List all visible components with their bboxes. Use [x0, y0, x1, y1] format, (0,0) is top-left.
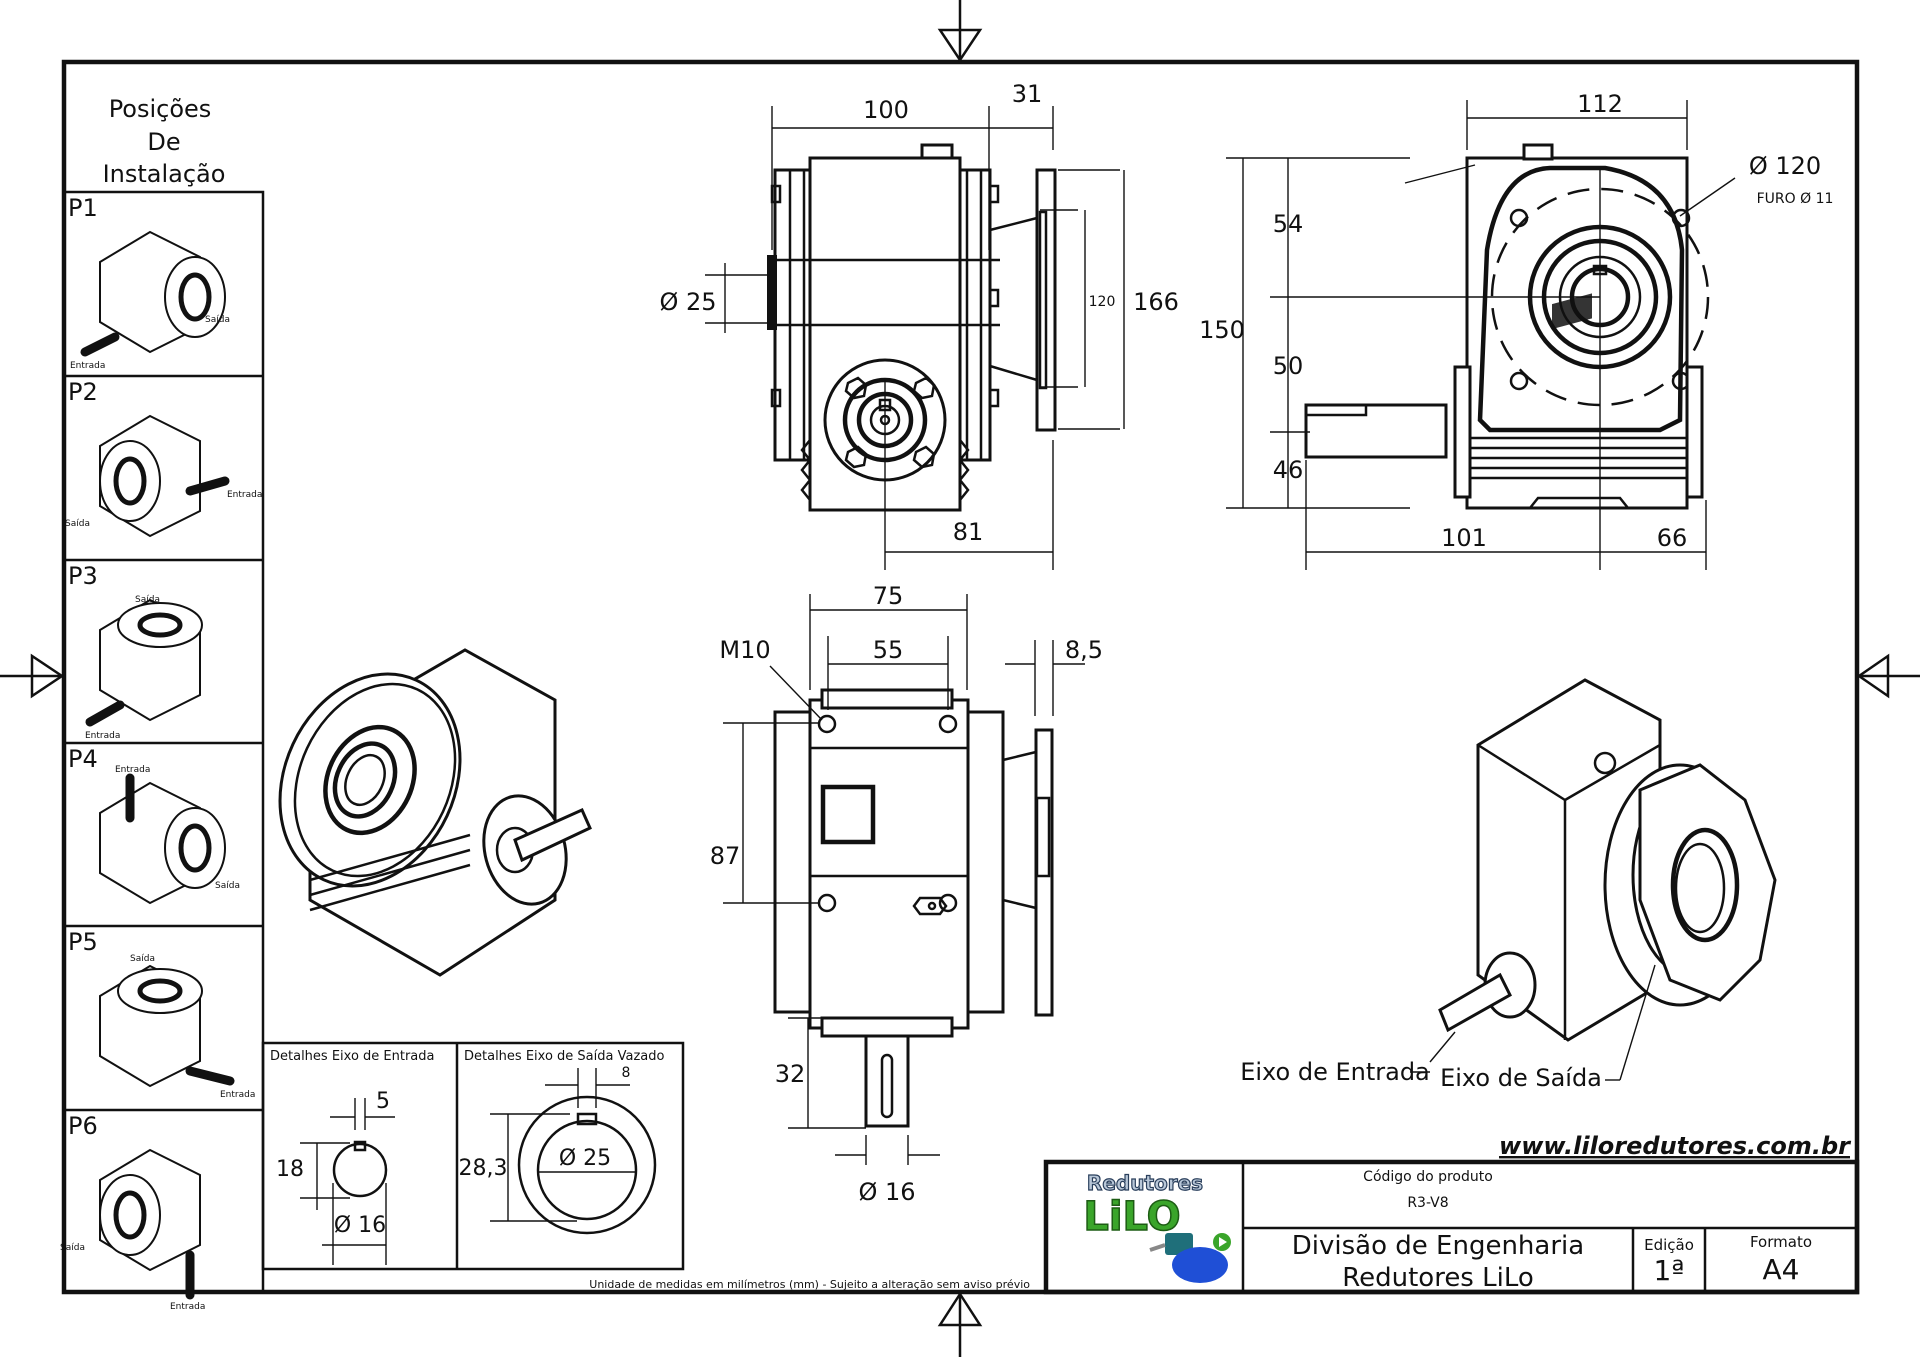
dim-46: 46 — [1273, 456, 1304, 484]
dim-75: 75 — [873, 582, 904, 610]
input-label: Entrada — [85, 731, 120, 741]
bottom-view: 75 55 M10 8,5 87 32 Ø 16 — [710, 582, 1103, 1206]
input-shaft-sketch — [185, 476, 230, 496]
input-label: Entrada — [70, 361, 105, 371]
dim-87: 87 — [710, 842, 741, 870]
output-label: Saída — [60, 1243, 85, 1253]
input-label: Entrada — [115, 765, 150, 775]
label-output-shaft: Eixo de Saída — [1440, 1064, 1602, 1092]
dim-100: 100 — [863, 96, 909, 124]
division-line1: Divisão de Engenharia — [1292, 1231, 1584, 1261]
front-view: 100 31 Ø 25 120 166 81 — [659, 80, 1179, 570]
edition-value: 1ª — [1653, 1254, 1684, 1287]
dim-66: 66 — [1657, 524, 1688, 552]
output-label: Saída — [65, 519, 90, 529]
logo-line2: LiLO — [1083, 1194, 1180, 1240]
output-label: Saída — [135, 595, 160, 605]
output-flange-sketch — [99, 1174, 161, 1256]
input-label: Entrada — [220, 1090, 255, 1100]
position-id: P1 — [68, 194, 98, 222]
dim-shaft-16: Ø 16 — [858, 1178, 915, 1206]
output-flange-sketch — [99, 440, 161, 522]
output-flange-sketch — [117, 968, 203, 1014]
dim-55: 55 — [873, 636, 904, 664]
product-code-label: Código do produto — [1363, 1169, 1493, 1185]
dim-112: 112 — [1577, 90, 1623, 118]
units-note: Unidade de medidas em milímetros (mm) - … — [589, 1278, 1030, 1291]
dim-81: 81 — [953, 518, 984, 546]
input-key-width: 5 — [376, 1089, 390, 1114]
centering-mark-top — [937, 0, 983, 63]
hole-note: FURO Ø 11 — [1757, 191, 1834, 207]
position-id: P5 — [68, 928, 98, 956]
centering-mark-left — [0, 653, 65, 699]
shaft-details: Detalhes Eixo de Entrada Detalhes Eixo d… — [261, 1041, 685, 1271]
output-key-height: 28,3 — [459, 1156, 508, 1181]
input-dia: Ø 16 — [334, 1213, 386, 1238]
format-value: A4 — [1763, 1253, 1800, 1286]
label-input-shaft: Eixo de Entrada — [1240, 1058, 1430, 1086]
dim-shaft-25: Ø 25 — [659, 288, 716, 316]
output-flange-sketch — [164, 807, 226, 889]
dim-166: 166 — [1133, 288, 1179, 316]
input-label: Entrada — [227, 490, 262, 500]
output-dia: Ø 25 — [559, 1146, 611, 1171]
input-shaft-sketch — [185, 1066, 235, 1086]
iso-view-right: Eixo de Entrada Eixo de Saída — [1240, 293, 1777, 1092]
output-label: Saída — [130, 954, 155, 964]
position-id: P6 — [68, 1112, 98, 1140]
positions-panel: Posições De Instalação — [62, 95, 265, 1294]
dim-101: 101 — [1441, 524, 1487, 552]
iso-view-left — [278, 648, 592, 977]
website-link[interactable]: www.liloredutores.com.br — [1499, 1132, 1852, 1160]
dim-50: 50 — [1273, 352, 1304, 380]
dim-8-5: 8,5 — [1065, 636, 1103, 664]
output-key-width: 8 — [622, 1065, 631, 1081]
edition-label: Edição — [1644, 1236, 1694, 1254]
centering-mark-right — [1856, 653, 1920, 699]
product-code: R3-V8 — [1407, 1195, 1448, 1211]
input-shaft-sketch — [85, 700, 125, 727]
input-shaft-sketch — [80, 332, 120, 357]
logo-line1: Redutores — [1087, 1171, 1203, 1195]
positions-title-3: Instalação — [103, 160, 226, 188]
company-logo: Redutores LiLO — [1083, 1170, 1231, 1283]
dim-32: 32 — [775, 1060, 806, 1088]
title-block: Código do produto R3-V8 Divisão de Engen… — [1043, 1159, 1860, 1295]
dim-m10: M10 — [719, 636, 770, 664]
output-label: Saída — [215, 881, 240, 891]
input-label: Entrada — [170, 1302, 205, 1312]
output-label: Saída — [205, 315, 230, 325]
position-id: P3 — [68, 562, 98, 590]
input-key-height: 18 — [276, 1157, 304, 1182]
position-id: P4 — [68, 745, 98, 773]
dim-31: 31 — [1012, 80, 1043, 108]
position-id: P2 — [68, 378, 98, 406]
output-detail-title: Detalhes Eixo de Saída Vazado — [464, 1049, 664, 1064]
dim-pcd-120: Ø 120 — [1749, 152, 1821, 180]
output-flange-sketch — [164, 256, 226, 338]
side-view: 112 Ø 120 FURO Ø 11 150 54 50 46 101 66 — [1199, 90, 1833, 570]
dim-54: 54 — [1273, 210, 1304, 238]
format-label: Formato — [1750, 1233, 1812, 1251]
input-detail-title: Detalhes Eixo de Entrada — [270, 1049, 435, 1064]
positions-title-2: De — [147, 128, 180, 156]
dim-120: 120 — [1089, 294, 1116, 310]
output-flange-sketch — [117, 602, 203, 648]
centering-mark-bottom — [937, 1291, 983, 1357]
dim-150: 150 — [1199, 316, 1245, 344]
motor-graphic — [1172, 1247, 1228, 1283]
positions-title-1: Posições — [109, 95, 212, 123]
division-line2: Redutores LiLo — [1342, 1263, 1534, 1293]
